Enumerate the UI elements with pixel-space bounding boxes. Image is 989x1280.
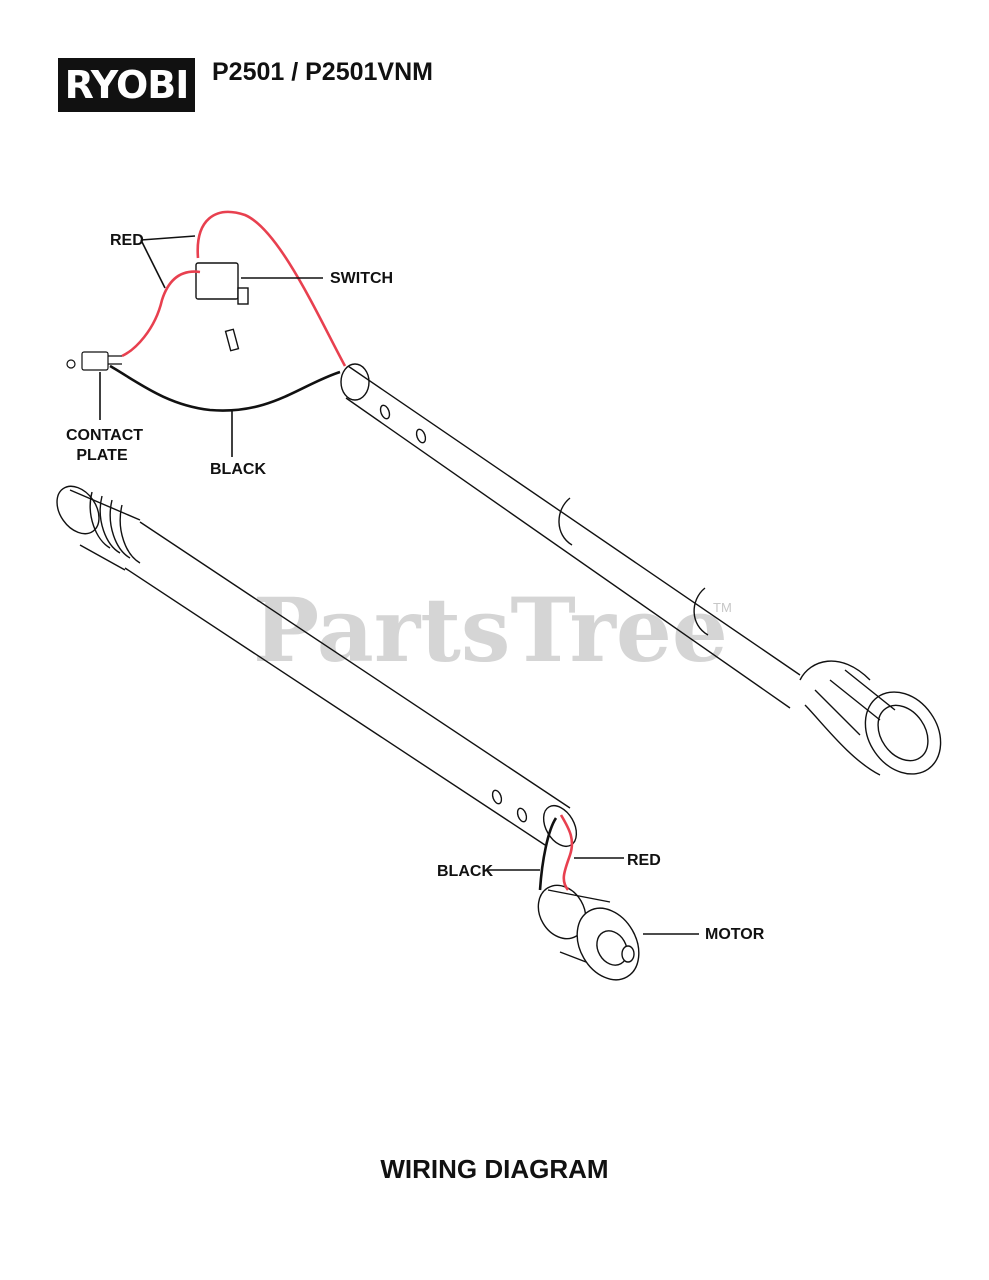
leader-lines	[99, 235, 699, 935]
label-black-top: BLACK	[210, 461, 266, 478]
label-contact-plate-line2: PLATE	[76, 447, 128, 464]
motor-component	[537, 884, 640, 981]
label-motor: MOTOR	[705, 926, 765, 943]
model-number: P2501 / P2501VNM	[212, 58, 433, 86]
contact-plate	[66, 351, 122, 371]
upper-tube	[340, 363, 801, 709]
label-red-bottom: RED	[627, 852, 661, 869]
watermark-tm: TM	[713, 600, 732, 615]
diagram-title: WIRING DIAGRAM	[380, 1154, 609, 1184]
label-black-bottom: BLACK	[437, 863, 493, 880]
black-wires	[109, 364, 558, 891]
label-contact-plate: CONTACT PLATE	[66, 426, 144, 466]
watermark: PartsTree	[253, 578, 728, 682]
ryobi-logo-text: RYOBI	[64, 63, 190, 107]
lower-coupler	[56, 485, 141, 571]
upper-coupler	[799, 660, 942, 776]
lower-tube	[124, 521, 578, 847]
red-wires	[121, 210, 574, 891]
ryobi-logo: RYOBI	[58, 58, 195, 112]
label-switch: SWITCH	[330, 270, 394, 287]
switch-component	[195, 262, 249, 352]
label-red-top: RED	[110, 232, 144, 249]
label-contact-plate-line1: CONTACT	[66, 427, 144, 444]
